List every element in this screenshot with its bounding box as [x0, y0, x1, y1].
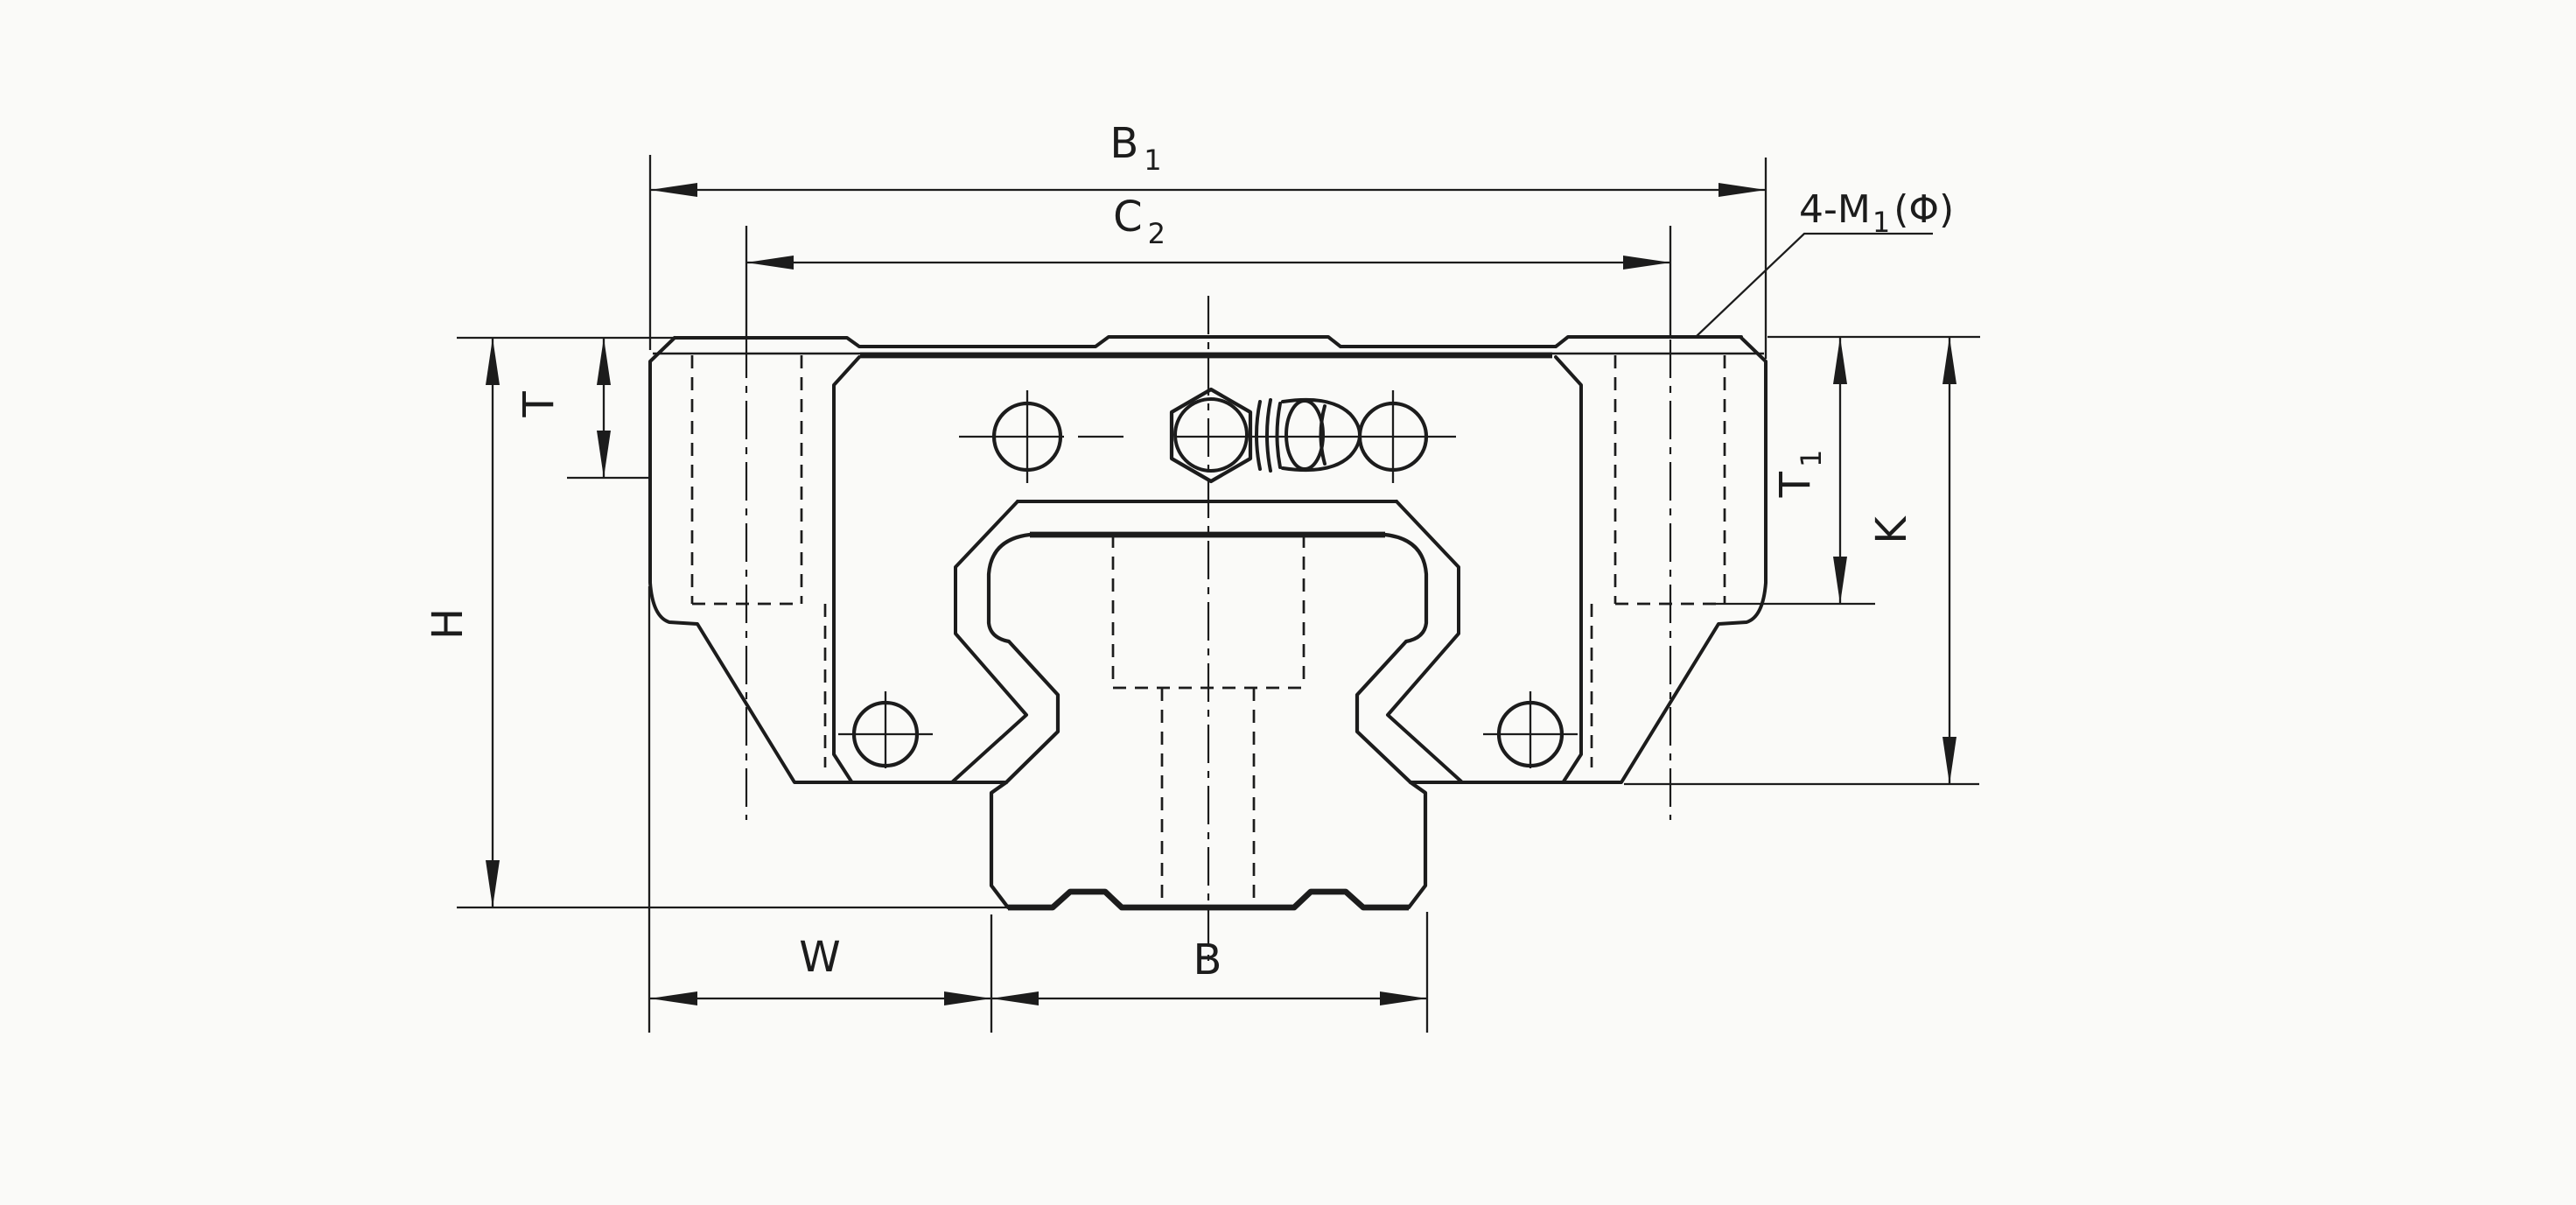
rail-channel [951, 500, 1463, 785]
thread-hole-left [690, 355, 827, 767]
callout-label: 4-M1(Φ) [1799, 187, 1954, 239]
c2-extension-lines [745, 226, 1672, 337]
b1-arrow-right [1718, 183, 1766, 197]
grease-nipple-hex-head [1169, 387, 1253, 484]
b-arrow-left [991, 991, 1039, 1005]
t-label: T [514, 391, 564, 418]
thread-callout: 4-M1(Φ) [1695, 187, 1954, 338]
c2-arrow-left [746, 256, 794, 270]
dimension-h: H [424, 338, 1006, 909]
b1-arrow-left [650, 183, 697, 197]
part-outline [648, 335, 1768, 911]
thread-hole-right [1590, 355, 1726, 767]
center-lines [745, 296, 1672, 961]
channel-inner-left [986, 532, 1060, 785]
grease-nipple-threads [1255, 398, 1282, 473]
bottom-edge [1008, 888, 1409, 911]
b1-extension-lines [648, 155, 1768, 359]
dimension-t1: T1 [1711, 335, 1980, 606]
grease-nipple-ball-cap [1281, 397, 1362, 473]
t1-arrow-down [1833, 557, 1847, 604]
t1-label: T1 [1771, 450, 1828, 499]
dimension-t: T [457, 336, 674, 480]
k-label: K [1867, 515, 1916, 544]
dimension-b: B [990, 912, 1429, 1033]
channel-outer-right [1386, 500, 1463, 783]
left-outer-profile [648, 336, 1008, 784]
grease-nipple [1169, 387, 1362, 484]
h-label: H [424, 608, 472, 640]
c2-arrow-right [1623, 256, 1670, 270]
h-arrow-up [486, 338, 500, 385]
k-arrow-up [1942, 337, 1956, 384]
callout-leader-line [1695, 232, 1933, 338]
grease-nipple-collar [1284, 399, 1325, 471]
t1-arrow-up [1833, 337, 1847, 384]
b-arrow-right [1380, 991, 1427, 1005]
lower-body-right-side [1406, 780, 1428, 910]
t-arrow-down [597, 431, 611, 478]
end-plate-right-side [1554, 355, 1583, 783]
grease-nipple-cap-arc [1319, 404, 1326, 466]
lower-body-left-side [989, 780, 1011, 910]
end-plate-left-side [832, 355, 861, 783]
t-arrow-up [597, 338, 611, 385]
right-outer-profile [1409, 336, 1768, 784]
channel-inner-right [1354, 532, 1429, 785]
k-arrow-down [1942, 737, 1956, 784]
b-label: B [1194, 935, 1222, 984]
dimension-k: K [1624, 337, 1979, 786]
grease-nipple-hex-circle [1173, 397, 1249, 473]
hole-centerline-vertical-bottom [884, 691, 1532, 768]
top-surface-edge [673, 335, 1743, 348]
w-label: W [799, 933, 840, 982]
grease-port-pilot [1160, 688, 1256, 906]
hole-centerline-vertical-top [1026, 390, 1395, 483]
h-arrow-down [486, 860, 500, 907]
channel-outer-left [951, 500, 1028, 783]
w-arrow-left [650, 991, 697, 1005]
w-arrow-right [944, 991, 991, 1005]
dimension-w: W [648, 586, 991, 1033]
